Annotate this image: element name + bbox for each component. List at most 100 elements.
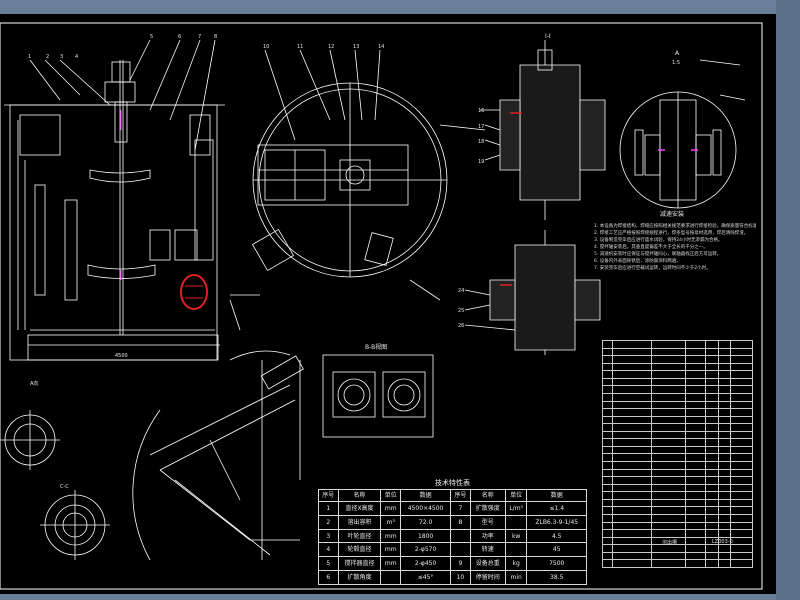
spec-header-row: 序号 名称 单位 数据 序号 名称 单位 数据 (318, 489, 587, 502)
parts-list-cell (685, 400, 707, 410)
vessel-plan-view (251, 49, 486, 301)
parts-list-cell (730, 430, 753, 440)
parts-list-cell (612, 347, 653, 357)
parts-list-cell (651, 370, 687, 379)
parts-list-cell (730, 461, 753, 470)
technical-notes: 1. 本设备为焊接结构，焊缝应按照相关规范要求进行焊接检验，确保质量符合标准。 … (594, 223, 756, 272)
parts-list-cell (717, 468, 732, 478)
parts-list-cell (685, 340, 707, 349)
parts-list-row (601, 445, 753, 455)
svg-text:12: 12 (328, 44, 334, 50)
parts-list-cell (601, 498, 614, 508)
parts-list-cell (705, 400, 719, 410)
parts-list-row (601, 483, 753, 493)
spec-cell: 直径X高度 (337, 501, 382, 516)
svg-text:7: 7 (198, 34, 201, 40)
parts-list-row (601, 476, 753, 485)
parts-list-cell (730, 377, 753, 387)
parts-list-cell (685, 355, 707, 364)
parts-list-cell (717, 506, 732, 515)
parts-list-cell (730, 513, 753, 523)
parts-list-cell (612, 453, 653, 462)
detail-highlight-circle (180, 274, 208, 310)
parts-list-cell (717, 491, 732, 500)
parts-list-cell (730, 385, 753, 394)
parts-list-cell (601, 445, 614, 455)
parts-list-cell (685, 513, 707, 523)
parts-list-cell (730, 491, 753, 500)
spec-cell (450, 542, 471, 558)
parts-list-cell (601, 385, 614, 394)
parts-list-cell (717, 438, 732, 447)
spec-cell: 3 (318, 528, 339, 544)
parts-list-cell (651, 559, 687, 568)
spec-cell: 2-φ450 (399, 556, 452, 572)
parts-list-cell (651, 408, 687, 417)
parts-list-table (601, 340, 753, 568)
svg-text:11: 11 (297, 44, 303, 50)
parts-list-cell (717, 445, 732, 455)
parts-list-cell (612, 461, 653, 470)
parts-list-cell (651, 513, 687, 523)
parts-list-cell (730, 408, 753, 417)
parts-list-cell (717, 498, 732, 508)
parts-list-cell (685, 506, 707, 515)
svg-text:26: 26 (458, 323, 464, 329)
parts-list-row (601, 392, 753, 402)
parts-list-row (601, 408, 753, 417)
diagonal-support-view (132, 350, 304, 561)
parts-list-row (601, 551, 753, 561)
spec-cell: 5 (318, 556, 339, 572)
parts-list-cell (717, 347, 732, 357)
spec-cell: ZLB6.3-9-1/45 (526, 514, 587, 530)
parts-list-cell (612, 408, 653, 417)
spec-cell: 叶轮直径 (337, 528, 382, 544)
parts-list-cell (601, 400, 614, 410)
parts-list-row (601, 355, 753, 364)
spec-cell: 45 (526, 542, 587, 558)
spec-cell: 4.5 (526, 528, 587, 544)
parts-list-cell (651, 461, 687, 470)
svg-text:17: 17 (478, 124, 484, 130)
parts-list-cell (730, 453, 753, 462)
parts-list-cell (730, 392, 753, 402)
label-side: A向 (30, 380, 38, 387)
svg-text:8: 8 (214, 34, 217, 40)
parts-list-cell (730, 340, 753, 349)
parts-list-cell (717, 408, 732, 417)
note-line: 5. 减速机安装时应保证与搅拌轴同心，联轴器找正后方可运转。 (594, 252, 722, 257)
parts-list-cell (717, 362, 732, 372)
svg-text:4: 4 (75, 54, 78, 60)
parts-list-cell (651, 377, 687, 387)
parts-list-row (601, 461, 753, 470)
parts-list-cell (717, 400, 732, 410)
parts-list-cell (705, 453, 719, 462)
spec-cell: 扩散角度 (337, 570, 382, 585)
parts-list-cell (601, 461, 614, 470)
parts-list-cell (685, 461, 707, 470)
parts-list-cell (651, 498, 687, 508)
parts-list-cell (717, 385, 732, 394)
drawing-number: LZ003-0 (712, 539, 733, 545)
parts-list-cell (705, 430, 719, 440)
parts-list-cell (705, 355, 719, 364)
parts-list-cell (651, 483, 687, 493)
spec-header: 单位 (504, 489, 528, 502)
parts-list-row (601, 559, 753, 568)
parts-list-row (601, 400, 753, 410)
parts-list-cell (730, 423, 753, 432)
parts-list-cell (612, 415, 653, 425)
spec-cell: kw (504, 528, 528, 544)
svg-text:24: 24 (458, 288, 464, 294)
parts-list-row (601, 453, 753, 462)
spec-cell (380, 570, 401, 585)
parts-list-cell (601, 340, 614, 349)
parts-list-cell (612, 513, 653, 523)
parts-list-cell (601, 559, 614, 568)
parts-list-cell (685, 453, 707, 462)
